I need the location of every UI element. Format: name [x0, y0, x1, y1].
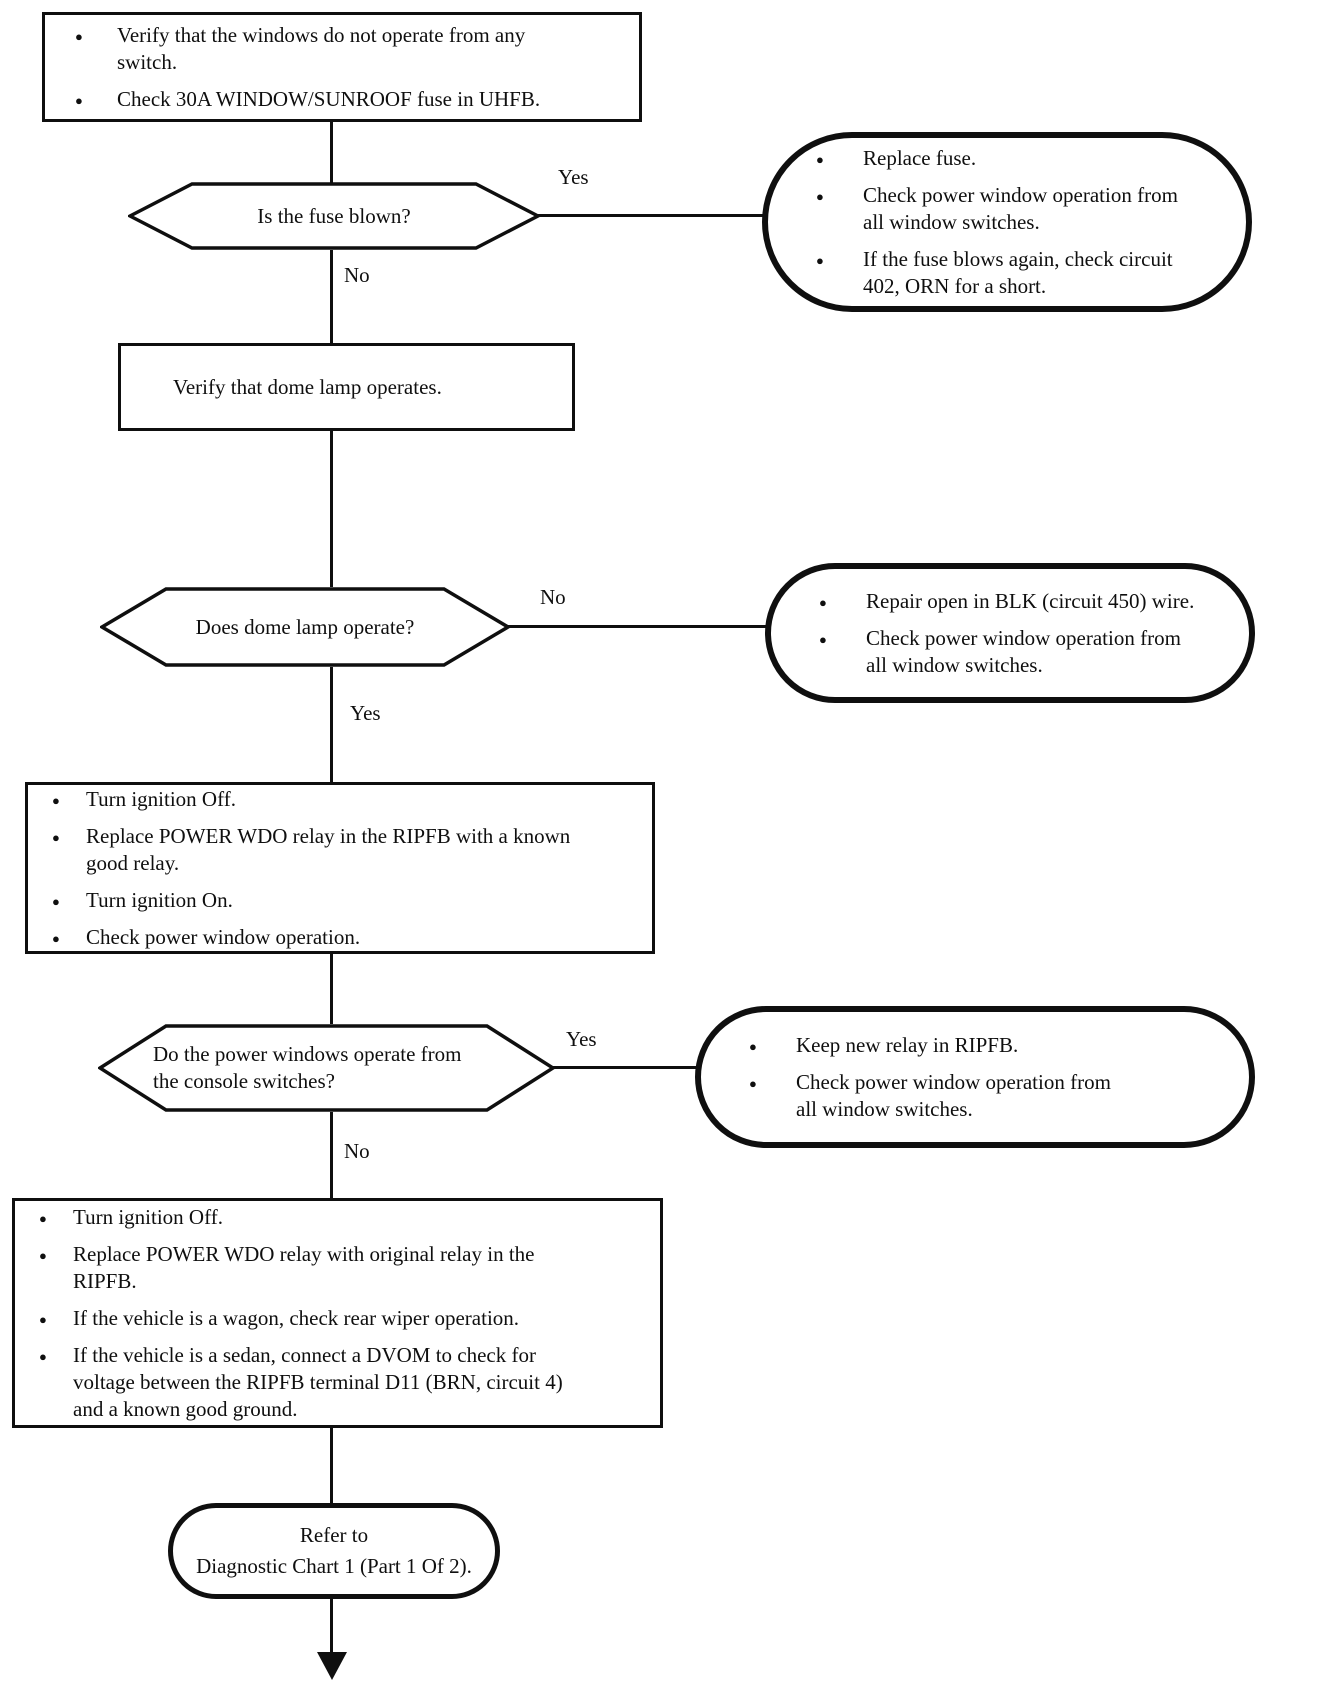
flow-connector [508, 625, 770, 628]
list-item: Replace POWER WDO relay in the RIPFB wit… [52, 823, 632, 877]
list-item: Check power window operation from all wi… [819, 625, 1223, 679]
decision-question: Is the fuse blown? [257, 203, 411, 228]
arrow-down-icon [317, 1652, 347, 1680]
list-item: If the vehicle is a wagon, check rear wi… [39, 1305, 640, 1333]
bullet-list: Replace fuse. Check power window operati… [768, 145, 1246, 300]
list-item: If the fuse blows again, check circuit 4… [816, 246, 1220, 300]
list-item: Replace fuse. [816, 145, 1220, 173]
terminal-line: Diagnostic Chart 1 (Part 1 Of 2). [196, 1554, 472, 1578]
list-item: Turn ignition On. [52, 887, 632, 915]
bullet-list: Turn ignition Off. Replace POWER WDO rel… [15, 1204, 660, 1423]
flow-connector [553, 1066, 700, 1069]
list-item: Check power window operation. [52, 924, 632, 952]
flow-connector [330, 667, 333, 782]
list-item: Replace POWER WDO relay with original re… [39, 1241, 640, 1295]
edge-label-no: No [344, 263, 370, 287]
flow-connector [330, 431, 333, 587]
bullet-list: Turn ignition Off. Replace POWER WDO rel… [28, 786, 652, 952]
flow-node-process-dome: Verify that dome lamp operates. [118, 343, 575, 431]
flow-node-start: Verify that the windows do not operate f… [42, 12, 642, 122]
flow-connector [330, 1599, 333, 1653]
flow-connector [330, 1428, 333, 1505]
flow-connector [330, 250, 333, 343]
flow-node-action-replace-fuse: Replace fuse. Check power window operati… [762, 132, 1252, 312]
terminal-line: Refer to [299, 1523, 369, 1547]
edge-label-yes: Yes [558, 165, 589, 189]
flow-node-decision-fuse: Is the fuse blown? [128, 182, 540, 250]
flow-connector [538, 214, 766, 217]
list-item: Check power window operation from all wi… [816, 182, 1220, 236]
list-item: Turn ignition Off. [52, 786, 632, 814]
flow-node-action-repair-open: Repair open in BLK (circuit 450) wire. C… [765, 563, 1255, 703]
decision-question: Does dome lamp operate? [195, 614, 415, 639]
bullet-list: Repair open in BLK (circuit 450) wire. C… [771, 588, 1249, 679]
list-item: Keep new relay in RIPFB. [749, 1032, 1223, 1060]
list-item: Verify that the windows do not operate f… [75, 22, 619, 76]
flow-node-action-keep-relay: Keep new relay in RIPFB. Check power win… [695, 1006, 1255, 1148]
edge-label-yes: Yes [566, 1027, 597, 1051]
flow-node-decision-console: Do the power windows operate from the co… [98, 1024, 555, 1112]
decision-question: Do the power windows operate from the co… [153, 1042, 462, 1093]
flow-node-decision-dome: Does dome lamp operate? [100, 587, 510, 667]
list-item: Check power window operation from all wi… [749, 1069, 1223, 1123]
flow-node-process-test-relay: Turn ignition Off. Replace POWER WDO rel… [25, 782, 655, 954]
list-item: Check 30A WINDOW/SUNROOF fuse in UHFB. [75, 86, 619, 114]
list-item: Repair open in BLK (circuit 450) wire. [819, 588, 1223, 616]
edge-label-yes: Yes [350, 701, 381, 725]
process-text: Verify that dome lamp operates. [173, 374, 442, 399]
list-item: If the vehicle is a sedan, connect a DVO… [39, 1342, 640, 1423]
edge-label-no: No [540, 585, 566, 609]
flow-connector [330, 954, 333, 1024]
edge-label-no: No [344, 1139, 370, 1163]
flow-node-process-original-relay: Turn ignition Off. Replace POWER WDO rel… [12, 1198, 663, 1428]
bullet-list: Keep new relay in RIPFB. Check power win… [701, 1032, 1249, 1123]
list-item: Turn ignition Off. [39, 1204, 640, 1232]
flow-connector [330, 122, 333, 184]
bullet-list: Verify that the windows do not operate f… [45, 22, 639, 114]
flow-node-terminal-refer: Refer to Diagnostic Chart 1 (Part 1 Of 2… [168, 1503, 500, 1599]
flow-connector [330, 1112, 333, 1198]
